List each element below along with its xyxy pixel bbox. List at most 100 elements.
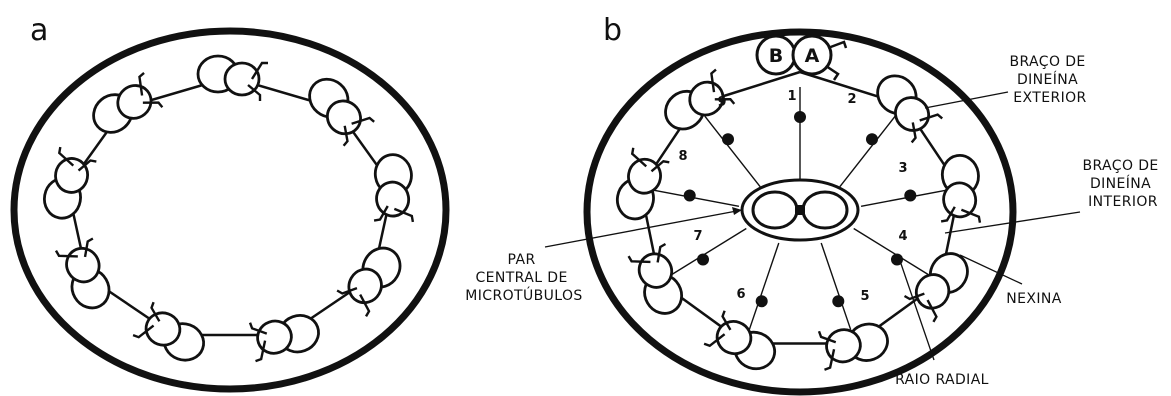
- nexin-label: NEXINA: [1006, 291, 1062, 307]
- panel-b-outer-dynein-arm: [627, 255, 651, 264]
- central-pair: [740, 178, 860, 242]
- panel-a-inner-dynein-arm: [373, 205, 389, 222]
- panel-a-letter: a: [30, 13, 48, 48]
- panel-a-inner-dynein-arm: [247, 84, 262, 101]
- panel-a-outer-dynein-arm: [255, 340, 267, 363]
- panel-b-a-tubule: [825, 328, 862, 364]
- tubule-a-circle: [791, 34, 833, 76]
- panel-a-inner-dynein-arm: [342, 125, 349, 147]
- radial-spoke-head: [697, 253, 710, 266]
- doublet-number-1: 1: [787, 89, 796, 104]
- outer-dynein-leader: [924, 91, 1009, 109]
- panel-b-a-tubule: [894, 96, 931, 132]
- panel-b-outer-dynein-arm: [703, 333, 726, 348]
- panel-a-inner-dynein-arm: [142, 101, 164, 108]
- radial-spoke-label: RAIO RADIAL: [895, 372, 989, 388]
- panel-a-a-tubule: [144, 311, 182, 347]
- radial-spoke-line: [820, 242, 852, 330]
- panel-a-outer-dynein-arm: [138, 72, 145, 96]
- panel-a-inner-dynein-arm: [336, 286, 358, 295]
- doublet-number-4: 4: [898, 229, 907, 244]
- panel-b-inner-dynein-arm: [903, 292, 925, 301]
- doublet-1-outer-arm: [827, 40, 848, 50]
- panel-b-outer-dynein-arm: [824, 348, 836, 371]
- radial-spoke-line: [839, 115, 896, 188]
- doublet-1-labeled: B A: [755, 34, 848, 81]
- panel-b-outer-dynein-arm: [960, 208, 982, 223]
- radial-spoke-head: [794, 111, 806, 123]
- radial-spoke-line: [704, 115, 761, 188]
- annotation-labels: BRAÇO DE DINEÍNA EXTERIOR BRAÇO DE DINEÍ…: [465, 54, 1163, 388]
- panel-b-inner-dynein-arm: [817, 330, 837, 344]
- panel-a-inner-dynein-arm: [248, 322, 268, 335]
- doublet-number-8: 8: [678, 149, 687, 164]
- panel-b-membrane: [583, 28, 1017, 396]
- panel-a-inner-dynein-arm: [150, 301, 161, 322]
- panel-b-inner-dynein-arm: [910, 122, 917, 144]
- panel-b-outer-dynein-arm: [926, 299, 938, 323]
- radial-spoke-head: [904, 189, 917, 202]
- panel-a-a-tubule: [256, 319, 293, 355]
- panel-a-doublet-ring: [43, 54, 415, 363]
- doublet-number-9: 9: [717, 95, 726, 110]
- radial-spoke-head: [755, 295, 768, 308]
- panel-a-outer-dynein-arm: [393, 207, 415, 223]
- doublet-number-5: 5: [860, 289, 869, 304]
- panel-a-membrane: [10, 27, 450, 393]
- panel-b-a-tubule: [914, 273, 951, 310]
- radial-spoke-line: [671, 227, 747, 276]
- panel-a-a-tubule: [54, 157, 89, 194]
- panel-a-a-tubule: [347, 267, 383, 305]
- panel-b-outer-dynein-arm: [710, 68, 717, 93]
- panel-b-doublet-ring: [615, 68, 982, 371]
- radial-spoke-head: [832, 295, 845, 308]
- central-pair-leader: [544, 209, 743, 248]
- tubule-b-label: B: [769, 45, 783, 67]
- central-bridge: [795, 205, 805, 215]
- panel-a-outer-dynein-arm: [351, 116, 375, 125]
- inner-dynein-leader: [944, 211, 1081, 234]
- doublet-number-2: 2: [847, 92, 856, 107]
- inner-dynein-label: BRAÇO DE DINEÍNA INTERIOR: [1082, 158, 1163, 210]
- panel-a-a-tubule: [375, 180, 411, 218]
- panel-a-inner-dynein-arm: [77, 159, 97, 172]
- radial-spoke-head: [865, 133, 878, 146]
- panel-a-outer-dynein-arm: [54, 249, 78, 258]
- panel-b-inner-dynein-arm: [714, 98, 736, 105]
- central-microtubule-left: [751, 190, 799, 230]
- radial-spoke-head: [722, 133, 735, 146]
- panel-b-a-tubule: [627, 157, 662, 195]
- panel-a-outer-dynein-arm: [250, 61, 268, 80]
- central-pair-label: PAR CENTRAL DE MICROTÚBULOS: [465, 252, 582, 304]
- doublet-1-inner-arm: [825, 64, 840, 81]
- doublet-number-3: 3: [898, 161, 907, 176]
- panel-a-outer-dynein-arm: [132, 324, 155, 339]
- central-microtubule-right: [801, 190, 849, 230]
- panel-b-letter: b: [603, 13, 622, 48]
- nexin-leader: [959, 254, 1023, 285]
- panel-a: a: [10, 13, 450, 393]
- panel-a-outer-dynein-arm: [359, 293, 371, 318]
- radial-spoke-line: [853, 227, 929, 276]
- radial-spoke-line: [748, 242, 780, 330]
- radial-spoke-line: [860, 189, 946, 207]
- panel-a-a-tubule: [325, 99, 362, 136]
- radial-spoke-head: [683, 189, 696, 202]
- panel-b-inner-dynein-arm: [940, 206, 956, 223]
- central-pair-arrowhead: [732, 207, 742, 215]
- panel-b-a-tubule: [715, 320, 753, 356]
- radial-spokes: [654, 87, 946, 330]
- panel-b-inner-dynein-arm: [721, 310, 732, 331]
- panel-b-inner-dynein-arm: [656, 242, 667, 263]
- panel-a-outer-dynein-arm: [57, 146, 75, 167]
- outer-dynein-label: BRAÇO DE DINEÍNA EXTERIOR: [1009, 54, 1090, 106]
- tubule-a-label: A: [805, 45, 820, 67]
- panel-b-inner-dynein-arm: [650, 159, 670, 173]
- panel-a-inner-dynein-arm: [83, 237, 94, 258]
- panel-b-outer-dynein-arm: [919, 113, 944, 122]
- panel-b-a-tubule: [942, 181, 978, 219]
- doublet-number-6: 6: [736, 287, 745, 302]
